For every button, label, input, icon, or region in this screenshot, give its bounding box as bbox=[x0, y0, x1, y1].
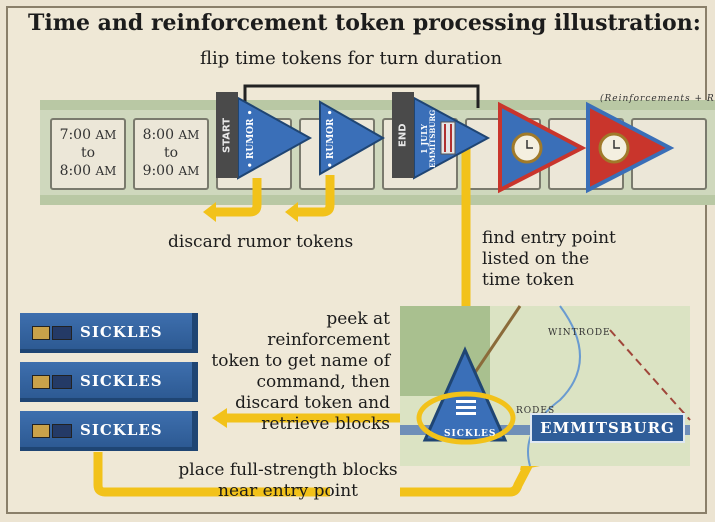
arrow-place-blocks bbox=[93, 452, 534, 497]
caption-discard-rumor: discard rumor tokens bbox=[168, 232, 354, 252]
map-label-rodes: RODES bbox=[516, 406, 556, 416]
rumor-token-2 bbox=[319, 100, 386, 176]
page-title: Time and reinforcement token processing … bbox=[28, 10, 701, 36]
map-rail bbox=[609, 329, 691, 421]
caption-peek: peek at reinforcement token to get name … bbox=[211, 309, 390, 434]
caption-place: place full-strength blocks near entry po… bbox=[178, 460, 398, 501]
rumor-token-1 bbox=[237, 96, 313, 180]
arrow-discard-rumor-2 bbox=[292, 175, 335, 217]
caption-find-entry: find entry point listed on the time toke… bbox=[482, 228, 616, 290]
arrowhead-to-blocks bbox=[212, 408, 227, 428]
state-flag-icon bbox=[52, 326, 72, 340]
rumor-token-label: • RUMOR • bbox=[326, 109, 336, 169]
turn-bracket bbox=[243, 84, 480, 108]
arrow-discard-rumor-1 bbox=[210, 178, 262, 217]
unit-block: SICKLES bbox=[20, 362, 198, 402]
map-label-wintrode: WINTRODE bbox=[548, 328, 611, 338]
arrowhead-discard-rumor-1 bbox=[203, 202, 216, 222]
highlight-ring bbox=[416, 391, 516, 445]
unit-block: SICKLES bbox=[20, 313, 198, 353]
unit-name: SICKLES bbox=[80, 421, 163, 439]
corps-flag-icon bbox=[32, 375, 50, 389]
state-flag-icon bbox=[52, 375, 72, 389]
time-slot: 7:00 AM to 8:00 AM bbox=[50, 118, 126, 190]
start-tab-label: START bbox=[216, 92, 238, 178]
end-tab-label: END bbox=[392, 92, 414, 178]
time-slot: 8:00 AM to 9:00 AM bbox=[133, 118, 209, 190]
map-road bbox=[468, 305, 522, 381]
corps-flag-icon bbox=[32, 326, 50, 340]
reinforcement-token-place: EMMITSBURG bbox=[428, 109, 437, 169]
corps-flag-icon bbox=[32, 424, 50, 438]
unit-block: SICKLES bbox=[20, 411, 198, 451]
arrowhead-discard-rumor-2 bbox=[285, 202, 298, 222]
rumor-token-label: • RUMOR • bbox=[246, 109, 256, 169]
unit-name: SICKLES bbox=[80, 372, 163, 390]
town-label-emmitsburg: EMMITSBURG bbox=[530, 413, 685, 443]
unit-name: SICKLES bbox=[80, 323, 163, 341]
map-stream bbox=[527, 305, 581, 467]
caption-flip: flip time tokens for turn duration bbox=[200, 48, 503, 69]
map-token-label: SICKLES bbox=[444, 429, 497, 439]
track-note: (Reinforcements + R bbox=[600, 94, 715, 104]
state-flag-icon bbox=[52, 424, 72, 438]
reinforcement-token-emblem bbox=[440, 121, 456, 155]
